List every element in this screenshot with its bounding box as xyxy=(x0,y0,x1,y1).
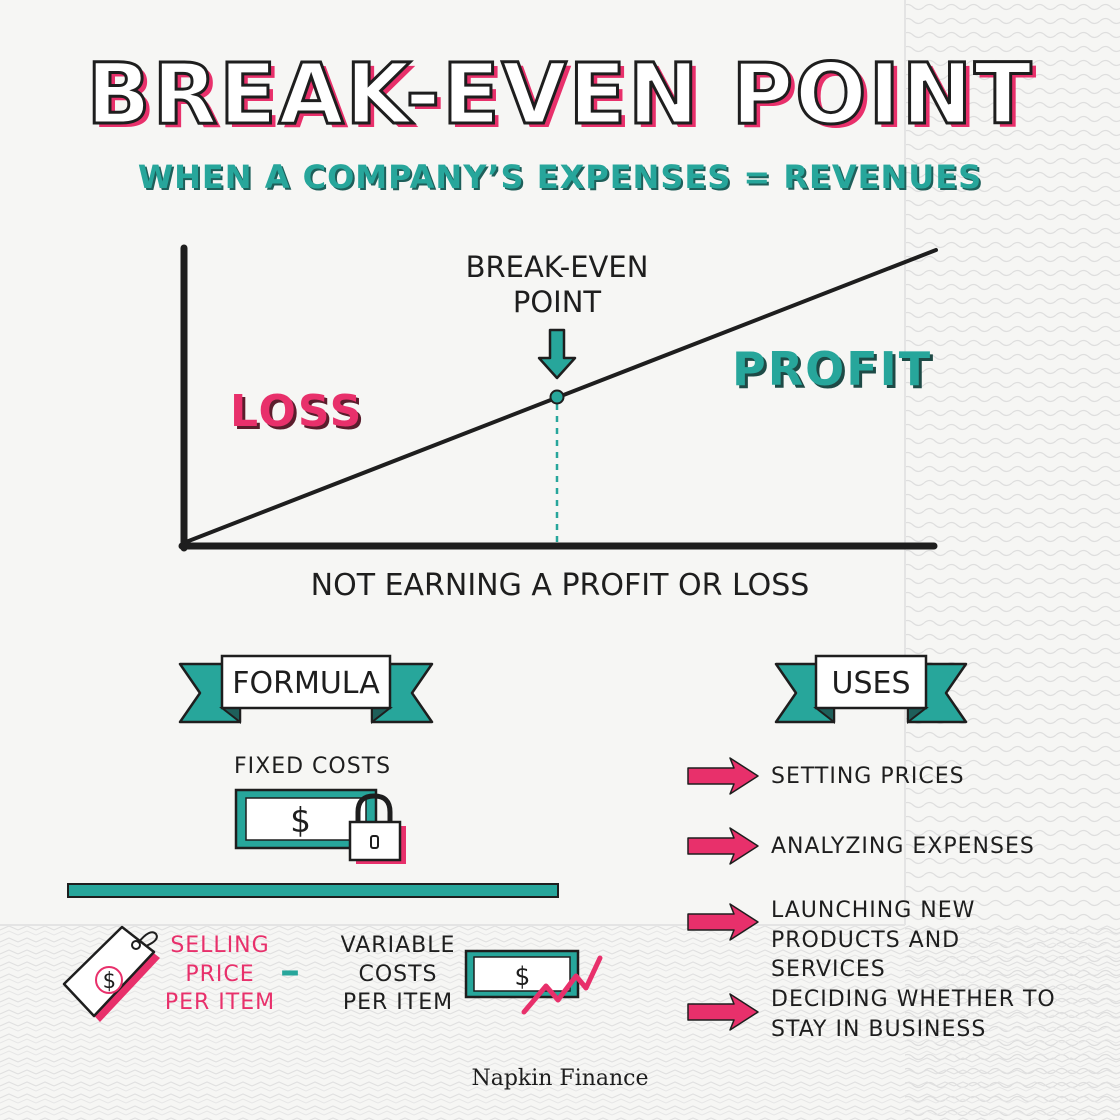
arrow-right-icon xyxy=(687,903,759,941)
price-tag-currency-symbol: $ xyxy=(102,969,115,994)
fixed-costs-currency-symbol: $ xyxy=(290,801,310,841)
loss-label: LOSS xyxy=(230,386,364,437)
ribbon-banner-icon xyxy=(178,654,434,725)
formula-ribbon-label: FORMULA xyxy=(232,666,380,701)
variable-costs-currency-symbol: $ xyxy=(514,962,530,992)
profit-label: PROFIT xyxy=(732,342,933,396)
padlock-icon xyxy=(348,793,406,864)
ribbon-banner-icon xyxy=(774,654,968,725)
fixed-costs-label: FIXED COSTS xyxy=(234,754,392,779)
use-item-2: ANALYZING EXPENSES xyxy=(771,834,1035,859)
arrow-right-icon xyxy=(687,827,759,865)
arrow-right-icon xyxy=(687,757,759,795)
page-subtitle: WHEN A COMPANY’S EXPENSES = REVENUES xyxy=(137,158,983,196)
break-even-point xyxy=(549,389,565,405)
variable-costs-label: VARIABLE COSTS PER ITEM xyxy=(340,933,456,1016)
fraction-bar xyxy=(67,883,559,898)
dollar-bill-icon: $ xyxy=(464,949,580,999)
minus-sign: – xyxy=(280,948,301,994)
brand-name: Napkin Finance xyxy=(471,1066,649,1091)
break-even-label: BREAK-EVEN POINT xyxy=(465,250,649,319)
use-item-4: DECIDING WHETHER TO STAY IN BUSINESS xyxy=(771,987,1056,1042)
chart-caption: NOT EARNING A PROFIT OR LOSS xyxy=(310,568,810,603)
trend-up-icon xyxy=(521,955,603,1015)
page-title: BREAK-EVEN POINT xyxy=(85,45,1034,143)
price-tag-icon: $ xyxy=(62,925,160,1022)
arrow-right-icon xyxy=(687,993,759,1031)
arrow-down-icon xyxy=(537,328,577,380)
uses-ribbon-label: USES xyxy=(831,666,911,701)
use-item-3: LAUNCHING NEW PRODUCTS AND SERVICES xyxy=(771,898,976,983)
use-item-1: SETTING PRICES xyxy=(771,764,965,789)
selling-price-label: SELLING PRICE PER ITEM xyxy=(164,933,276,1016)
